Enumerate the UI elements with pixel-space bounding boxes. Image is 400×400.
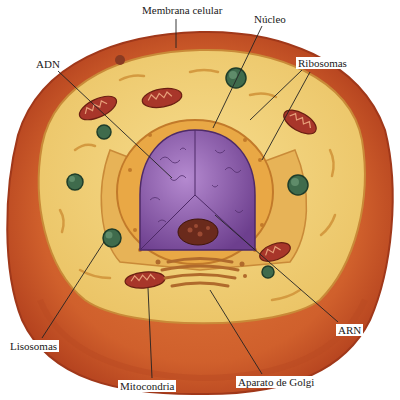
part-label: Lisosomas [8, 340, 59, 352]
part-label: Aparato de Golgi [236, 376, 316, 388]
part-label: Mitocondria [118, 380, 176, 392]
part-label: Membrana celular [140, 4, 224, 16]
part-label: ADN [34, 58, 62, 70]
part-label: Núcleo [252, 13, 288, 25]
part-label: ARN [336, 324, 363, 336]
part-label: Ribosomas [296, 57, 349, 69]
